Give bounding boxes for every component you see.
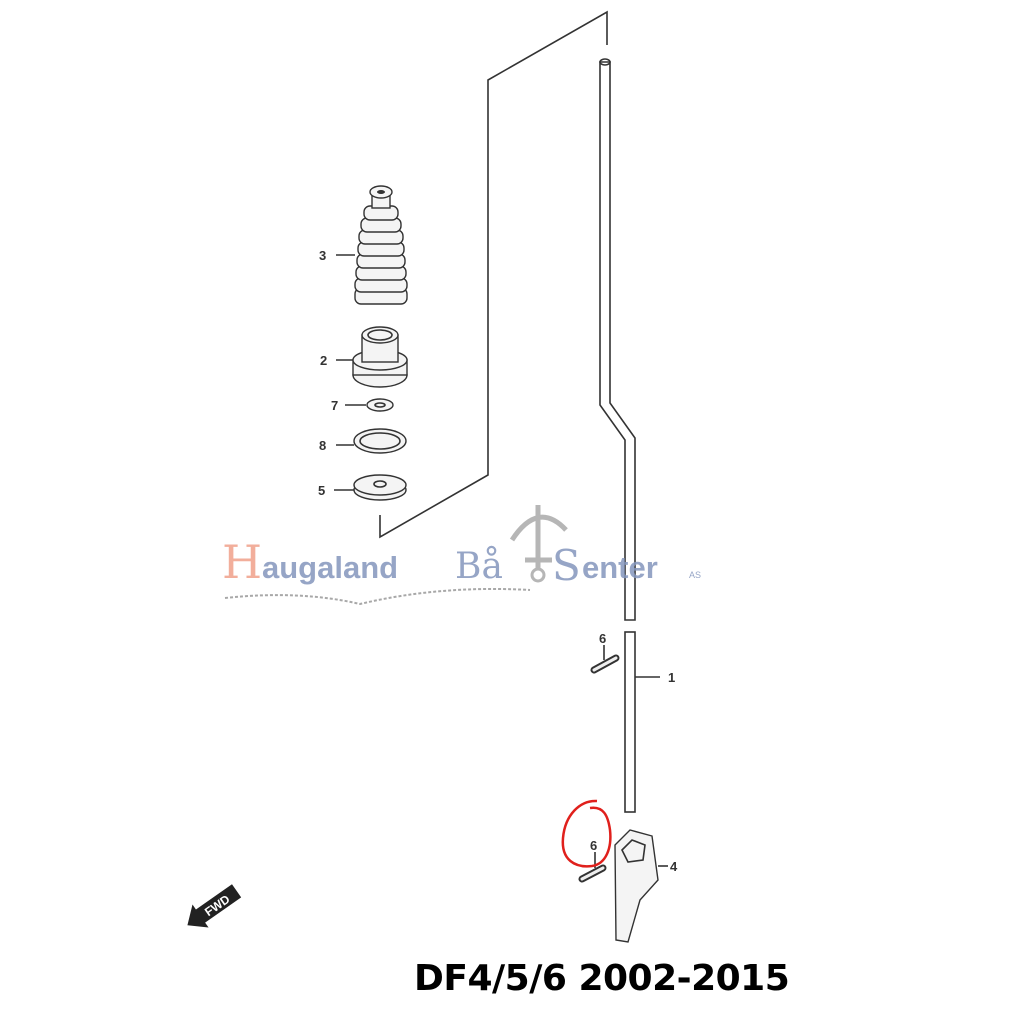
shift-rod-upper xyxy=(599,58,636,621)
svg-text:enter: enter xyxy=(582,550,658,585)
callout-4: 4 xyxy=(670,859,678,874)
svg-text:augaland: augaland xyxy=(262,550,398,585)
highlight-circle xyxy=(561,799,612,868)
part-8-o-ring xyxy=(336,428,407,454)
callout-1: 1 xyxy=(668,670,675,685)
model-title: DF4/5/6 2002-2015 xyxy=(414,958,790,999)
callout-6-upper: 6 xyxy=(599,631,606,646)
callout-8: 8 xyxy=(319,438,326,453)
callout-6-lower: 6 xyxy=(590,838,597,853)
fwd-arrow-icon: FWD xyxy=(187,884,242,928)
part-4-lever xyxy=(614,829,668,943)
svg-text:Bå: Bå xyxy=(455,546,503,587)
callout-5: 5 xyxy=(318,483,325,498)
svg-text:S: S xyxy=(552,541,581,590)
part-6-pin-upper xyxy=(590,645,620,674)
svg-text:AS: AS xyxy=(689,570,701,580)
part-1-shift-rod xyxy=(624,631,660,813)
callout-7: 7 xyxy=(331,398,338,413)
part-5-washer xyxy=(334,474,407,501)
part-7-washer xyxy=(345,398,394,412)
part-3-boot xyxy=(336,185,408,305)
assembly-bracket-line xyxy=(379,10,608,539)
part-2-bushing xyxy=(336,326,408,388)
callout-3: 3 xyxy=(319,248,326,263)
callout-2: 2 xyxy=(320,353,327,368)
watermark-logo: H augaland Bå S enter AS xyxy=(222,505,701,606)
svg-text:H: H xyxy=(222,535,262,589)
